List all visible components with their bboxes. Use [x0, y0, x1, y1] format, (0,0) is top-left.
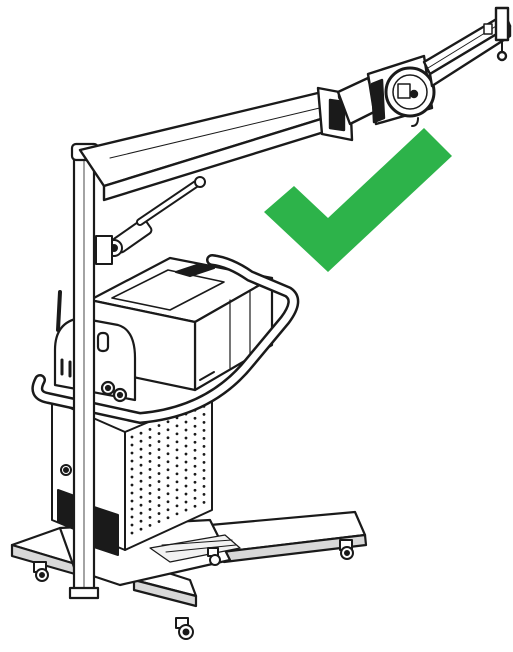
caster-right: [339, 539, 354, 560]
side-panel-perforations: [130, 405, 206, 535]
caster-front-left: [33, 561, 49, 582]
caster-wheels: [33, 539, 354, 640]
checkmark-icon: [264, 128, 452, 272]
gas-strut: [95, 176, 206, 265]
boom-arm: [78, 6, 512, 202]
caster-front: [175, 617, 194, 640]
caster-rear: [207, 547, 221, 566]
handle-rail: [31, 254, 300, 424]
